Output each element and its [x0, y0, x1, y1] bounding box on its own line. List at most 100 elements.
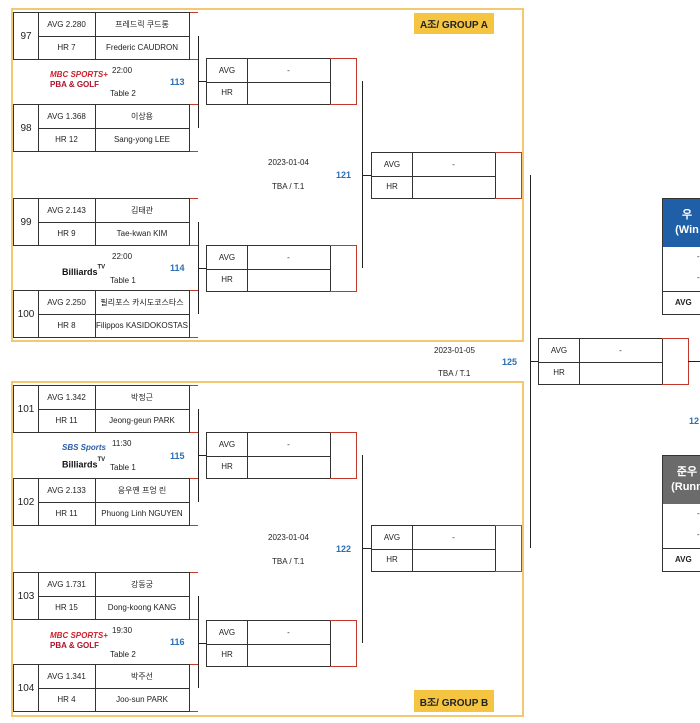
round2-result-box: AVG-HR — [371, 152, 496, 199]
match-date: 2023-01-04 — [268, 158, 309, 167]
runner-up-header: 준우 (Runn — [663, 456, 700, 504]
match-number: 122 — [336, 544, 352, 554]
player-seed: 103 — [14, 573, 39, 619]
match-time: 19:30 — [112, 626, 133, 635]
avg-label: AVG — [207, 59, 248, 83]
runner-up-dash-2: - — [697, 530, 700, 539]
match-time: 22:00 — [112, 252, 133, 261]
runner-up-panel: 준우 (Runn - - AVG — [662, 455, 700, 572]
player-name-en: Frederic CAUDRON — [105, 43, 178, 52]
avg-value: - — [412, 526, 495, 550]
player-hr: HR 11 — [38, 409, 96, 432]
hr-value — [247, 269, 330, 292]
player-avg: AVG 2.280 — [38, 13, 96, 37]
hr-label: HR — [539, 361, 580, 384]
winner-avg-label: AVG — [675, 298, 692, 307]
player-name-en: Joo-sun PARK — [116, 695, 168, 704]
player-name-ko: 프레드릭 쿠드롱 — [95, 13, 189, 37]
avg-label: AVG — [207, 246, 248, 270]
player-name-ko: 필리포스 카시도코스타스 — [95, 291, 189, 315]
match-number: 121 — [336, 170, 352, 180]
player-avg: AVG 2.250 — [38, 291, 96, 315]
billiards-tv-logo: Billiards — [62, 267, 98, 277]
billiards-tv-logo: Billiards — [62, 459, 98, 470]
hr-label: HR — [372, 175, 413, 198]
player-name-en: Tae-kwan KIM — [116, 229, 168, 238]
group-a-label: A조/ GROUP A — [414, 13, 494, 34]
player-seed: 99 — [14, 199, 39, 245]
player-name-ko: 강동궁 — [95, 573, 189, 597]
avg-value: - — [579, 339, 662, 363]
hr-value — [247, 644, 330, 667]
runner-up-avg-label: AVG — [675, 555, 692, 564]
avg-label: AVG — [207, 433, 248, 457]
match-table: Table 1 — [110, 276, 136, 285]
player-name-ko: 이상용 — [95, 105, 189, 129]
broadcaster-logo: MBC SPORTS+PBA & GOLF — [50, 631, 108, 651]
avg-label: AVG — [539, 339, 580, 363]
winner-header: 우 (Win — [663, 199, 700, 247]
player-name-ko: 김태관 — [95, 199, 189, 223]
player-seed: 97 — [14, 13, 39, 59]
player-name-en: Filippos KASIDOKOSTAS — [96, 321, 188, 330]
broadcaster-logo: BilliardsTV — [62, 262, 105, 280]
match-venue: TBA / T.1 — [272, 182, 305, 191]
player-name-ko: 박정근 — [95, 386, 189, 410]
player-hr: HR 4 — [38, 688, 96, 711]
player-hr: HR 12 — [38, 128, 96, 151]
hr-label: HR — [207, 455, 248, 478]
partial-match-number: 12 — [689, 416, 700, 426]
avg-label: AVG — [372, 153, 413, 177]
winner-panel: 우 (Win - - AVG — [662, 198, 700, 315]
player-avg: AVG 2.133 — [38, 479, 96, 503]
avg-value: - — [247, 59, 330, 83]
avg-label: AVG — [372, 526, 413, 550]
group-b-frame — [11, 381, 524, 717]
avg-value: - — [247, 433, 330, 457]
player-hr: HR 7 — [38, 36, 96, 59]
avg-value: - — [247, 621, 330, 645]
hr-value — [412, 549, 495, 572]
match-table: Table 2 — [110, 650, 136, 659]
player-avg: AVG 2.143 — [38, 199, 96, 223]
broadcaster-logo: MBC SPORTS+PBA & GOLF — [50, 70, 108, 90]
player-avg: AVG 1.368 — [38, 105, 96, 129]
avg-label: AVG — [207, 621, 248, 645]
player-name-ko: 박주선 — [95, 665, 189, 689]
match-number: 115 — [170, 451, 185, 461]
runner-up-title-ko: 준우 — [676, 466, 698, 478]
player-hr: HR 9 — [38, 222, 96, 245]
pba-golf-logo: PBA & GOLF — [50, 80, 100, 89]
player-avg: AVG 1.731 — [38, 573, 96, 597]
match-date: 2023-01-04 — [268, 533, 309, 542]
hr-value — [247, 82, 330, 105]
billiards-tv-suffix: TV — [97, 457, 106, 463]
round1-result-box: AVG-HR — [206, 620, 331, 667]
group-a-frame — [11, 8, 524, 342]
match-time: 22:00 — [112, 66, 133, 75]
player-hr: HR 15 — [38, 596, 96, 619]
player-seed: 100 — [14, 291, 39, 337]
match-number: 116 — [170, 637, 185, 647]
pba-golf-logo: PBA & GOLF — [50, 641, 100, 650]
round1-result-box: AVG-HR — [206, 432, 331, 479]
player-seed: 104 — [14, 665, 39, 711]
player-name-en: Jeong-geun PARK — [109, 416, 175, 425]
mbc-sports-logo: MBC SPORTS+ — [50, 70, 108, 79]
match-time: 11:30 — [112, 439, 132, 448]
player-name-ko: 응우옌 프엉 린 — [95, 479, 189, 503]
avg-value: - — [247, 246, 330, 270]
round1-result-box: AVG-HR — [206, 58, 331, 105]
match-table: Table 2 — [110, 89, 136, 98]
match-venue: TBA / T.1 — [272, 557, 305, 566]
final-result-box: AVG - HR — [538, 338, 663, 385]
player-avg: AVG 1.341 — [38, 665, 96, 689]
winner-dash-2: - — [697, 273, 700, 282]
avg-value: - — [412, 153, 495, 177]
